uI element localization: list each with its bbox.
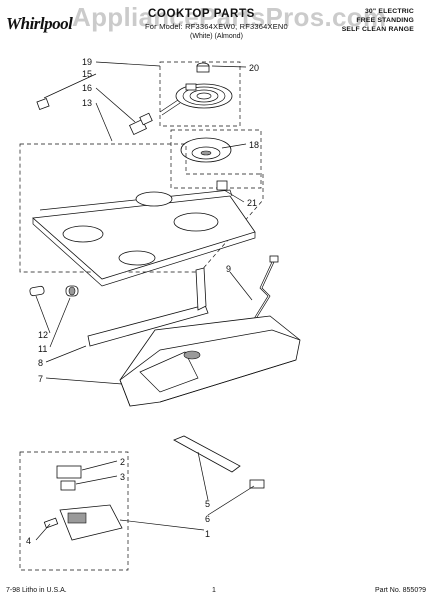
- spec-line-1: 30" ELECTRIC: [364, 8, 414, 15]
- footer-part-number: Part No. 8550?9: [375, 587, 426, 594]
- leader-lines: [35, 61, 255, 541]
- burner-box: [119, 315, 301, 407]
- grommet: [29, 285, 45, 297]
- control-box: [19, 451, 129, 571]
- spec-line-3: SELF CLEAN RANGE: [341, 26, 414, 33]
- callout-3: 3: [120, 472, 125, 482]
- callout-16: 16: [82, 83, 92, 93]
- clip-6: [249, 479, 265, 489]
- footer-litho: 7-98 Litho in U.S.A.: [6, 587, 67, 594]
- callout-18: 18: [249, 140, 259, 150]
- callout-11: 11: [38, 344, 47, 354]
- callout-5: 5: [205, 499, 210, 509]
- element-support: [196, 62, 210, 73]
- callout-6: 6: [205, 514, 210, 524]
- callout-9: 9: [226, 264, 231, 274]
- color-variants: (White) (Almond): [190, 33, 243, 40]
- terminal-block: [129, 112, 153, 136]
- drip-bowl-box: [170, 129, 262, 189]
- rear-bracket: [173, 435, 241, 473]
- watermark: AppliancePartsPros.com: [72, 2, 387, 32]
- cooktop: [32, 189, 256, 287]
- surface-element: [159, 83, 233, 116]
- drip-bowl: [180, 137, 232, 163]
- callout-20: 20: [249, 63, 259, 73]
- footer-page-number: 1: [212, 587, 216, 594]
- page-title: COOKTOP PARTS: [148, 8, 255, 20]
- callout-13: 13: [82, 98, 92, 108]
- callout-19: 19: [82, 57, 92, 67]
- callout-12: 12: [38, 330, 48, 340]
- front-trim: [87, 304, 209, 347]
- cooktop-dashed-outline: [19, 143, 264, 273]
- spec-line-2: FREE STANDING: [356, 17, 414, 24]
- callout-2: 2: [120, 457, 125, 467]
- switch-cover: [60, 480, 76, 491]
- callout-8: 8: [38, 358, 43, 368]
- spacer: [65, 285, 79, 297]
- brand-logo: Whirlpool: [6, 14, 73, 33]
- callout-15: 15: [82, 69, 92, 79]
- callout-7: 7: [38, 374, 43, 384]
- callout-21: 21: [247, 198, 257, 208]
- model-line: For Model: RF3364XEW0, RF3364XEN0: [145, 22, 288, 31]
- switch: [56, 465, 82, 479]
- callout-1: 1: [205, 529, 210, 539]
- callout-4: 4: [26, 536, 31, 546]
- element-assembly-box: [159, 61, 241, 127]
- bracket: [216, 180, 228, 191]
- clip-4: [43, 517, 59, 529]
- element-clip: [36, 98, 50, 110]
